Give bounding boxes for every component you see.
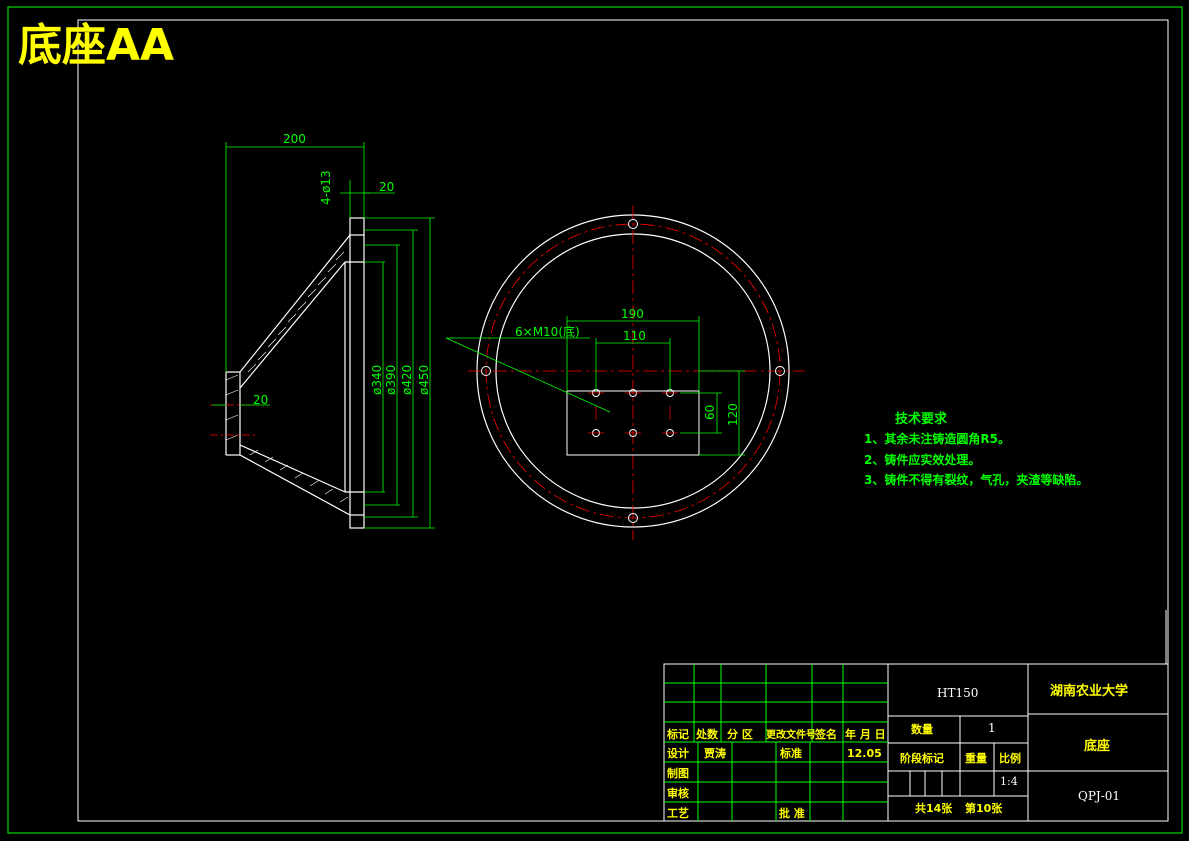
title-block: 标记 处数 分 区 更改文件号 签名 年 月 日 设计 贾涛 标准 12.05 … [663, 610, 1169, 822]
dim-dia-450-label: ø450 [417, 365, 431, 395]
flange-hole-bottom [628, 513, 638, 523]
standard-label: 标准 [779, 746, 802, 760]
inner-frame [77, 19, 1169, 822]
sheet-total: 共14张 [915, 801, 953, 815]
sheet-number: 第10张 [965, 801, 1003, 815]
top-view: 190 110 6×M10(底) 60 120 [445, 205, 805, 540]
scale-value: 1:4 [1000, 775, 1018, 788]
side-view-hatch [225, 251, 349, 503]
col-header-doc: 更改文件号 [766, 728, 816, 741]
col-header-sign: 签名 [814, 727, 837, 741]
col-header-mark: 标记 [666, 727, 689, 741]
base-plate-rect [566, 390, 700, 456]
col-header-count: 处数 [695, 727, 719, 741]
stage-label: 阶段标记 [900, 751, 944, 765]
outer-frame [7, 6, 1183, 834]
quantity-label: 数量 [911, 722, 933, 736]
col-header-date: 年 月 日 [845, 727, 886, 741]
side-view-outline [225, 217, 365, 529]
hole-callout-label: 6×M10(底) [515, 324, 580, 339]
dim-110-label: 110 [623, 329, 646, 343]
dim-dia-390-label: ø390 [384, 365, 398, 395]
top-dimensions [445, 316, 745, 456]
dim-flange-label: 20 [379, 180, 394, 194]
part-name: 底座 [1084, 738, 1110, 754]
school-name: 湖南农业大学 [1050, 683, 1128, 699]
drawing-number: QPJ-01 [1078, 789, 1120, 803]
dim-bottom-flange-label: 20 [253, 393, 268, 407]
approve-label: 批 准 [779, 806, 805, 820]
dim-60-label: 60 [703, 405, 717, 420]
tech-note-3: 3、铸件不得有裂纹，气孔，夹渣等缺陷。 [864, 472, 1088, 487]
col-header-zone: 分 区 [727, 727, 753, 741]
designer-name: 贾涛 [704, 746, 726, 760]
drawing-title: 底座AA [18, 20, 174, 71]
flange-hole-left [481, 366, 491, 376]
side-view: 200 4-ø13 20 20 ø340 ø390 ø420 ø450 [210, 132, 435, 529]
flange-hole-right [775, 366, 785, 376]
draw-label: 制图 [667, 766, 689, 780]
title-block-grid [664, 664, 888, 821]
dim-200-label: 200 [283, 132, 306, 146]
dim-190-label: 190 [621, 307, 644, 321]
dim-holes-label: 4-ø13 [319, 170, 333, 205]
weight-label: 重量 [965, 751, 987, 765]
dim-120-label: 120 [726, 403, 740, 426]
design-date: 12.05 [847, 747, 882, 760]
mount-hole-centers [588, 392, 678, 434]
dim-dia-340-label: ø340 [370, 365, 384, 395]
quantity-value: 1 [988, 721, 996, 735]
tech-note-2: 2、铸件应实效处理。 [864, 452, 980, 467]
flange-hole-top [628, 219, 638, 229]
process-label: 工艺 [667, 806, 689, 820]
scale-label: 比例 [999, 751, 1021, 765]
dim-dia-420-label: ø420 [400, 365, 414, 395]
design-label: 设计 [667, 746, 689, 760]
material-value: HT150 [937, 686, 978, 700]
tech-notes: 技术要求 1、其余未注铸造圆角R5。 2、铸件应实效处理。 3、铸件不得有裂纹，… [864, 411, 1088, 487]
check-label: 审核 [667, 786, 689, 800]
tech-notes-heading: 技术要求 [895, 411, 948, 427]
side-dimensions [212, 142, 435, 529]
tech-note-1: 1、其余未注铸造圆角R5。 [864, 431, 1010, 446]
